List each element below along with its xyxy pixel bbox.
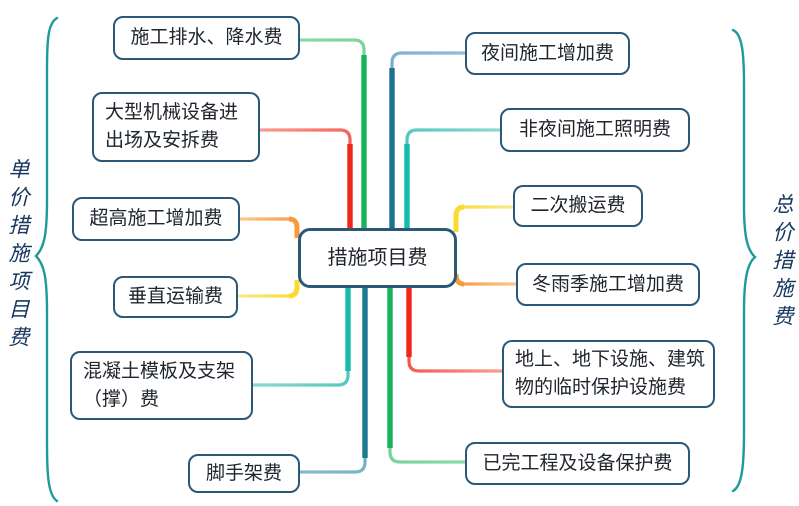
branch-winter-rainy xyxy=(454,274,516,286)
node-measure-project-fee[interactable]: 措施项目费 xyxy=(298,228,457,288)
node-completed-works-protection[interactable]: 已完工程及设备保护费 xyxy=(465,442,690,485)
node-secondary-handling[interactable]: 二次搬运费 xyxy=(513,185,643,227)
right-brace xyxy=(731,28,757,493)
node-large-machinery-mobilization[interactable]: 大型机械设备进 出场及安拆费 xyxy=(92,92,260,162)
node-temporary-protection-facilities[interactable]: 地上、地下设施、建筑 物的临时保护设施费 xyxy=(502,340,715,408)
node-vertical-transport[interactable]: 垂直运输费 xyxy=(113,276,238,318)
trunk-yellow-left xyxy=(288,280,300,299)
node-label: 二次搬运费 xyxy=(530,195,626,217)
branch-concrete-formwork xyxy=(253,288,350,387)
right-brace-label: 总价措施费 xyxy=(770,193,793,333)
branch-super-high xyxy=(240,217,299,238)
node-label: 夜间施工增加费 xyxy=(480,42,614,64)
node-non-night-lighting[interactable]: 非夜间施工照明费 xyxy=(500,108,690,152)
branch-completed-works xyxy=(388,288,465,464)
node-scaffolding[interactable]: 脚手架费 xyxy=(188,454,300,493)
branch-night-construction xyxy=(390,51,465,228)
node-label: 超高施工增加费 xyxy=(89,208,223,230)
branch-secondary-handling xyxy=(454,205,513,232)
node-winter-rainy-season[interactable]: 冬雨季施工增加费 xyxy=(516,263,700,306)
branch-large-machinery xyxy=(260,128,352,228)
trunk-orange-right xyxy=(453,273,465,287)
node-label: 已完工程及设备保护费 xyxy=(482,452,673,474)
node-label: 脚手架费 xyxy=(205,462,282,484)
node-night-construction[interactable]: 夜间施工增加费 xyxy=(465,32,630,75)
node-concrete-formwork-support[interactable]: 混凝土模板及支架 （撑）费 xyxy=(70,351,253,420)
node-label: 冬雨季施工增加费 xyxy=(531,273,684,295)
node-label: 施工排水、降水费 xyxy=(130,27,283,49)
node-super-high-construction[interactable]: 超高施工增加费 xyxy=(72,197,240,241)
node-label: 地上、地下设施、建筑 物的临时保护设施费 xyxy=(515,349,706,398)
branch-non-night-lighting xyxy=(405,128,500,228)
node-label: 混凝土模板及支架 （撑）费 xyxy=(83,360,236,410)
node-label: 措施项目费 xyxy=(327,246,428,269)
branch-protection-facilities xyxy=(407,288,502,373)
branch-construction-drainage xyxy=(300,38,366,228)
trunk-yellow-right xyxy=(453,204,465,232)
left-brace xyxy=(34,16,59,503)
left-brace-label: 单价措施项目费 xyxy=(6,158,29,354)
branch-scaffolding xyxy=(300,288,367,474)
node-construction-drainage[interactable]: 施工排水、降水费 xyxy=(113,16,300,60)
node-label: 大型机械设备进 出场及安拆费 xyxy=(105,102,239,151)
node-label: 非夜间施工照明费 xyxy=(518,119,671,141)
branch-vertical-transport xyxy=(238,280,299,298)
node-label: 垂直运输费 xyxy=(127,286,223,308)
trunk-orange-left xyxy=(288,216,300,238)
